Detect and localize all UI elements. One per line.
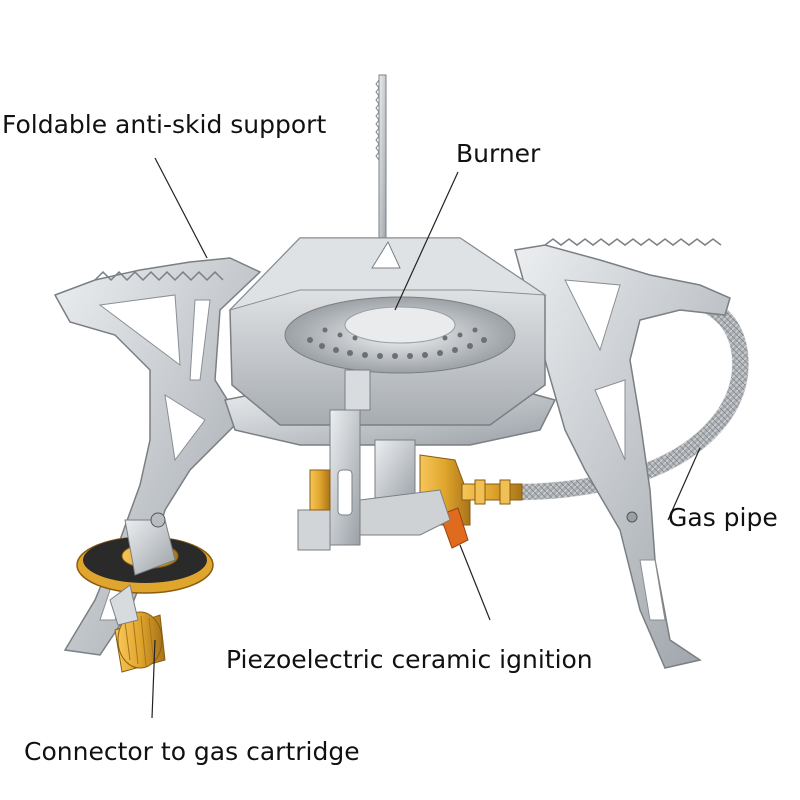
label-piezo-ignition: Piezoelectric ceramic ignition — [226, 645, 593, 674]
left-support-arm — [53, 257, 262, 656]
center-rod — [375, 74, 387, 256]
label-foldable-support: Foldable anti-skid support — [2, 110, 327, 139]
pipe-connector — [461, 479, 523, 505]
right-support-arm — [514, 238, 731, 669]
burner-head — [284, 296, 516, 411]
label-gas-pipe: Gas pipe — [668, 503, 778, 532]
label-burner: Burner — [456, 139, 541, 168]
valve-stem — [297, 409, 471, 551]
cartridge-connector — [76, 512, 214, 673]
label-cartridge-connector: Connector to gas cartridge — [24, 737, 360, 766]
leader-lines — [151, 157, 701, 719]
